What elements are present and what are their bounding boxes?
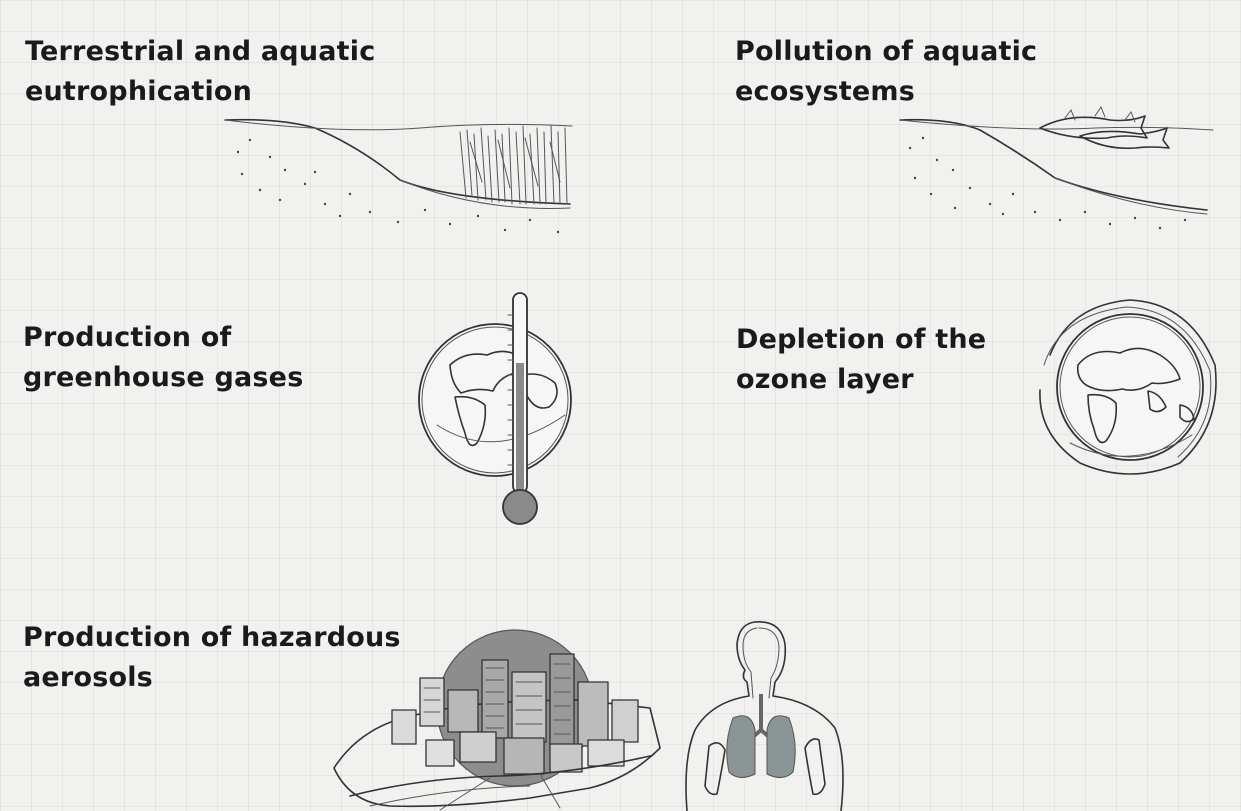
greenhouse-title-line2: greenhouse gases bbox=[23, 362, 304, 393]
city-smog-icon bbox=[333, 629, 661, 811]
eutrophication-title-line2: eutrophication bbox=[25, 76, 253, 107]
ozone-title: Depletion of the ozone layer bbox=[736, 320, 986, 400]
eutrophication-title-line1: Terrestrial and aquatic bbox=[25, 36, 376, 67]
aerosols-title-line2: aerosols bbox=[23, 662, 153, 693]
greenhouse-title-line1: Production of bbox=[23, 322, 232, 353]
aquatic-pollution-title-line2: ecosystems bbox=[735, 76, 916, 107]
lungs-icon bbox=[685, 621, 844, 811]
eutrophication-title: Terrestrial and aquatic eutrophication bbox=[25, 32, 375, 112]
globe-ozone-icon bbox=[1039, 299, 1217, 475]
ozone-title-line1: Depletion of the bbox=[736, 324, 987, 355]
aquatic-pollution-title: Pollution of aquatic ecosystems bbox=[735, 32, 1037, 112]
aerosols-title: Production of hazardous aerosols bbox=[23, 618, 401, 698]
ozone-title-line2: ozone layer bbox=[736, 364, 914, 395]
aerosols-title-line1: Production of hazardous bbox=[23, 622, 401, 653]
globe-thermometer-icon bbox=[418, 292, 572, 525]
aquatic-pollution-title-line1: Pollution of aquatic bbox=[735, 36, 1038, 67]
lake-dead-fish-icon bbox=[899, 105, 1214, 230]
greenhouse-title: Production of greenhouse gases bbox=[23, 318, 303, 398]
lake-reeds-icon bbox=[224, 118, 573, 234]
